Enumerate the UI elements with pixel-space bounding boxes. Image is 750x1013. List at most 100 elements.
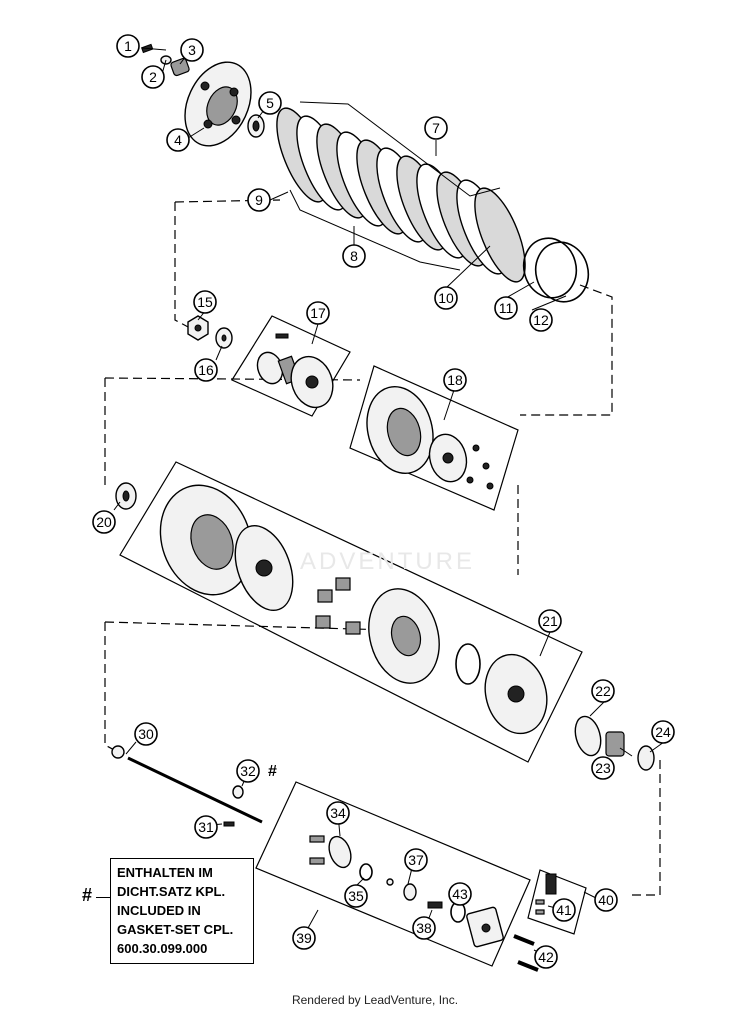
footer-credit: Rendered by LeadVenture, Inc.	[291, 993, 459, 1007]
group-box-18	[349, 365, 519, 511]
note-line-5: 600.30.099.000	[117, 941, 208, 956]
svg-text:7: 7	[432, 120, 440, 136]
part-35-o-ring	[359, 863, 373, 881]
svg-text:17: 17	[310, 305, 326, 321]
part-3-spring	[170, 57, 190, 77]
svg-text:37: 37	[408, 852, 424, 868]
group-box-39	[255, 781, 531, 967]
callout-37: 37	[404, 848, 428, 872]
part-15-nut	[187, 315, 209, 341]
part-7-part-8-plate-stack	[276, 107, 526, 283]
svg-text:15: 15	[197, 294, 213, 310]
part-42-bolts	[513, 934, 539, 972]
svg-text:1: 1	[124, 38, 132, 54]
svg-text:23: 23	[595, 760, 611, 776]
callout-38: 38	[412, 916, 436, 940]
callout-43: 43	[448, 882, 472, 906]
part-32-ball	[232, 785, 244, 799]
svg-text:10: 10	[438, 290, 454, 306]
part-37-seal-parts	[386, 878, 417, 901]
svg-text:16: 16	[198, 362, 214, 378]
svg-text:43: 43	[452, 886, 468, 902]
svg-text:39: 39	[296, 930, 312, 946]
svg-text:12: 12	[533, 312, 549, 328]
callout-20: 20	[92, 510, 116, 534]
callout-31: 31	[194, 815, 218, 839]
callout-32: 32	[236, 759, 260, 783]
svg-text:2: 2	[149, 69, 157, 85]
svg-text:5: 5	[266, 95, 274, 111]
callout-39: 39	[292, 926, 316, 950]
part-34-dowel-pins	[309, 835, 352, 869]
svg-text:11: 11	[499, 300, 514, 316]
svg-text:22: 22	[595, 683, 611, 699]
callout-16: 16	[194, 358, 218, 382]
svg-text:38: 38	[416, 920, 432, 936]
part-22-gear	[574, 715, 602, 757]
svg-text:21: 21	[542, 613, 558, 629]
note-line-2: DICHT.SATZ KPL.	[117, 884, 226, 899]
callout-40: 40	[594, 888, 618, 912]
part-17-clutch-hub-assembly	[256, 333, 334, 409]
svg-text:9: 9	[255, 192, 263, 208]
callout-30: 30	[134, 722, 158, 746]
note-hash-marker: #	[82, 885, 93, 905]
part-5-bearing	[247, 114, 265, 138]
svg-text:41: 41	[556, 902, 572, 918]
callout-22: 22	[591, 679, 615, 703]
gasket-set-note: ENTHALTEN IM DICHT.SATZ KPL. INCLUDED IN…	[110, 858, 254, 964]
part-23-needle-bearing	[605, 731, 625, 757]
part-11-wire-ring	[522, 237, 578, 299]
note-hash-leader	[96, 897, 110, 898]
part-40-bleed-screw	[535, 873, 557, 915]
callout-8: 8	[342, 244, 366, 268]
callout-15: 15	[193, 290, 217, 314]
svg-text:32: 32	[240, 763, 256, 779]
callout-23: 23	[591, 756, 615, 780]
group-box-40	[527, 869, 587, 935]
svg-text:35: 35	[348, 888, 364, 904]
callout-41: 41	[552, 898, 576, 922]
callout-2: 2	[141, 65, 165, 89]
callout-35: 35	[344, 884, 368, 908]
callout-17: 17	[306, 301, 330, 325]
callout-4: 4	[166, 128, 190, 152]
svg-text:18: 18	[447, 372, 463, 388]
part-31-pin	[223, 821, 235, 827]
svg-text:40: 40	[598, 892, 614, 908]
part-12-wire-ring	[534, 241, 590, 303]
part-16-washer	[215, 327, 233, 349]
svg-text:24: 24	[655, 724, 671, 740]
callout-24: 24	[651, 720, 675, 744]
callout-3: 3	[180, 38, 204, 62]
part-38-spring	[427, 901, 443, 909]
callout-10: 10	[434, 286, 458, 310]
callout-9: 9	[247, 188, 271, 212]
watermark: ADVENTURE	[300, 548, 476, 575]
callout-11: 11	[494, 296, 518, 320]
svg-text:42: 42	[538, 949, 554, 965]
callout-1: 1	[116, 34, 140, 58]
callout-42: 42	[534, 945, 558, 969]
svg-text:31: 31	[198, 819, 214, 835]
part-20-washer	[115, 482, 137, 510]
svg-text:30: 30	[138, 726, 154, 742]
part-4-pressure-cap	[184, 61, 252, 147]
callout-5: 5	[258, 91, 282, 115]
svg-text:34: 34	[330, 805, 346, 821]
note-line-4: GASKET-SET CPL.	[117, 922, 234, 937]
note-line-1: ENTHALTEN IM	[117, 865, 213, 880]
callout-18: 18	[443, 368, 467, 392]
svg-text:20: 20	[96, 514, 112, 530]
note-line-3: INCLUDED IN	[117, 903, 201, 918]
svg-text:8: 8	[350, 248, 358, 264]
svg-text:3: 3	[188, 42, 196, 58]
group-box-17	[231, 315, 351, 417]
part-24-washer	[637, 745, 655, 771]
callout-34: 34	[326, 801, 350, 825]
marker-32-hash: #	[268, 763, 277, 780]
part-30-push-rod	[111, 745, 263, 824]
callout-12: 12	[529, 308, 553, 332]
part-21-primary-gear-basket	[159, 484, 548, 735]
